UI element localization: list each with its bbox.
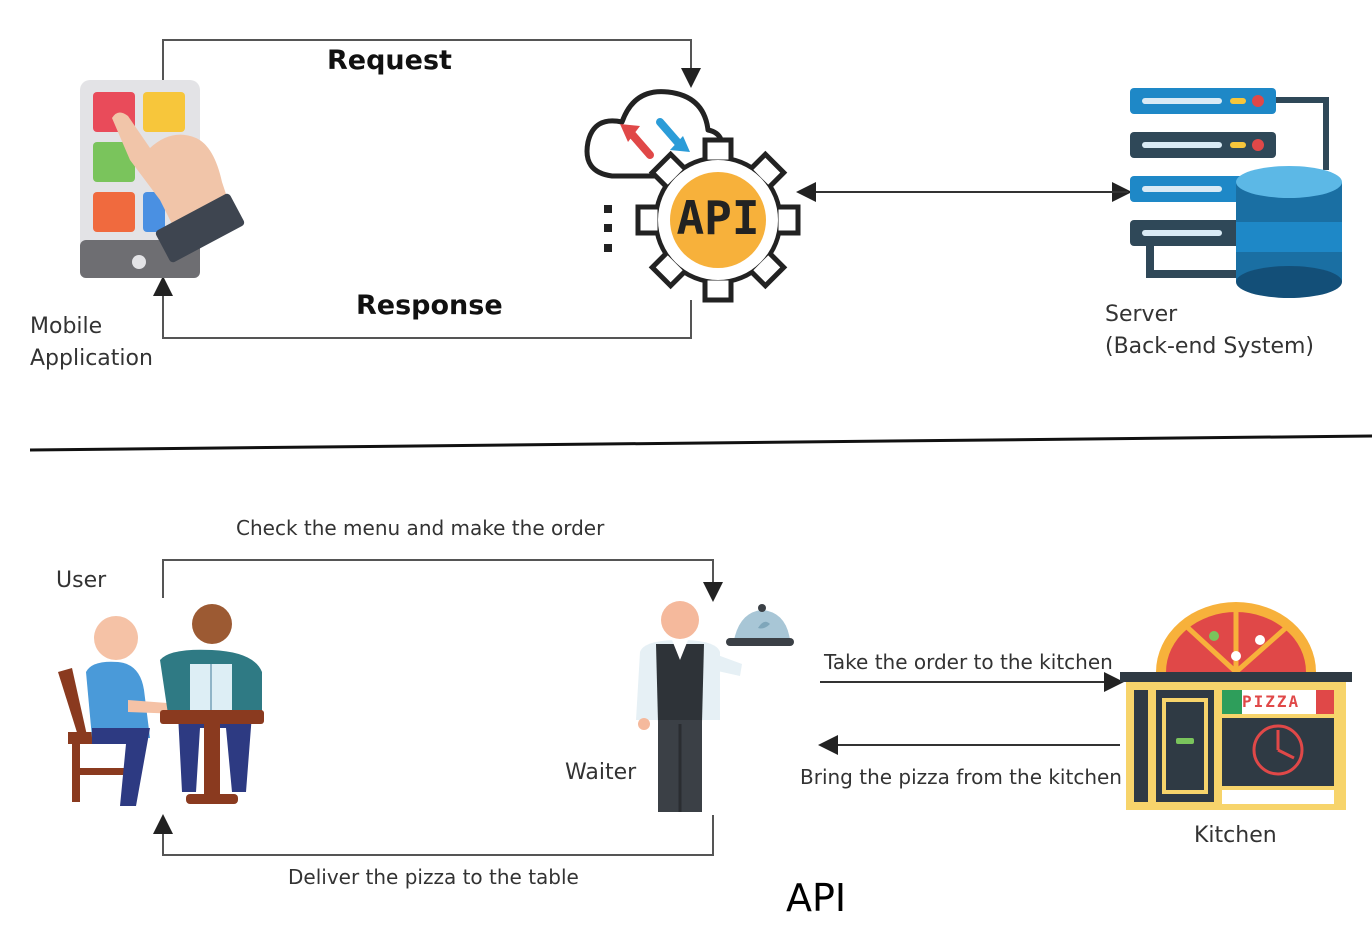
user-label: User <box>56 568 107 593</box>
hand-icon <box>112 112 245 263</box>
take-order-label: Take the order to the kitchen <box>824 650 1113 674</box>
mobile-label-line2: Application <box>30 346 153 371</box>
request-arrow <box>162 39 701 100</box>
api-gear-icon <box>635 137 801 303</box>
api-badge-text: API <box>676 191 760 245</box>
response-label: Response <box>356 290 503 321</box>
order-arrow <box>162 559 723 602</box>
kitchen-label: Kitchen <box>1194 823 1277 848</box>
ellipsis-dots <box>604 205 612 252</box>
section-divider <box>29 434 1372 452</box>
pizza-sign: PIZZA <box>1242 692 1301 711</box>
response-arrow <box>153 276 692 339</box>
waiter-label: Waiter <box>565 760 637 785</box>
caption: API <box>786 876 847 920</box>
server-label-line1: Server <box>1105 302 1178 327</box>
users-at-table-icon <box>58 604 264 806</box>
cloche-icon <box>726 604 794 646</box>
database-icon <box>1236 166 1342 298</box>
deliver-arrow <box>153 814 714 856</box>
request-label: Request <box>327 45 452 76</box>
bring-pizza-label: Bring the pizza from the kitchen <box>800 765 1122 789</box>
pizza-kitchen-icon <box>1120 602 1352 810</box>
server-label-line2: (Back-end System) <box>1105 334 1314 359</box>
waiter-icon <box>636 601 742 812</box>
deliver-label: Deliver the pizza to the table <box>288 865 579 889</box>
mobile-label-line1: Mobile <box>30 314 103 339</box>
order-label: Check the menu and make the order <box>236 516 605 540</box>
